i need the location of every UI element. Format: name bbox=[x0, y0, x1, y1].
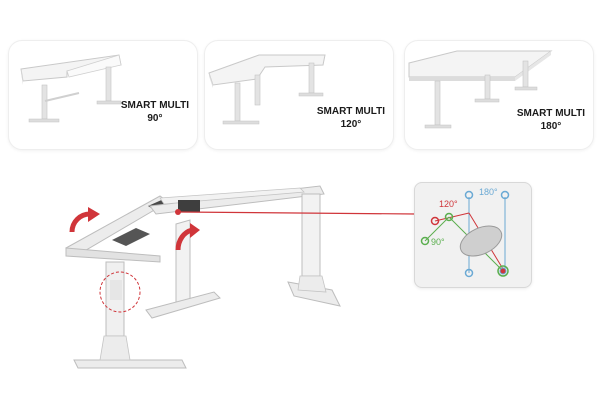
desk-90-image bbox=[20, 54, 122, 123]
config-name: SMART MULTI bbox=[316, 106, 385, 117]
angle-diagram bbox=[420, 190, 510, 278]
angle-label-180: 180° bbox=[479, 187, 498, 197]
angle-detail-zoom: 120° 180° 90° bbox=[414, 182, 532, 288]
config-card-90: SMART MULTI 90° bbox=[8, 40, 198, 150]
config-angle: 90° bbox=[147, 113, 163, 124]
angle-label-120: 120° bbox=[439, 199, 458, 209]
desk-120-image bbox=[208, 54, 326, 125]
config-label-90: SMART MULTI 90° bbox=[121, 99, 189, 125]
config-label-120: SMART MULTI 120° bbox=[317, 105, 385, 131]
rotate-arrow-left bbox=[69, 211, 91, 233]
highlight-circle bbox=[99, 271, 141, 313]
config-angle: 180° bbox=[540, 121, 562, 132]
desk-180-image bbox=[408, 50, 553, 129]
callout-line bbox=[177, 211, 417, 215]
config-card-120: SMART MULTI 120° bbox=[204, 40, 394, 150]
config-card-180: SMART MULTI 180° bbox=[404, 40, 594, 150]
config-name: SMART MULTI bbox=[516, 108, 585, 119]
angle-label-90: 90° bbox=[431, 237, 445, 247]
config-label-180: SMART MULTI 180° bbox=[517, 107, 585, 133]
config-name: SMART MULTI bbox=[120, 100, 189, 111]
config-angle: 120° bbox=[340, 119, 362, 130]
